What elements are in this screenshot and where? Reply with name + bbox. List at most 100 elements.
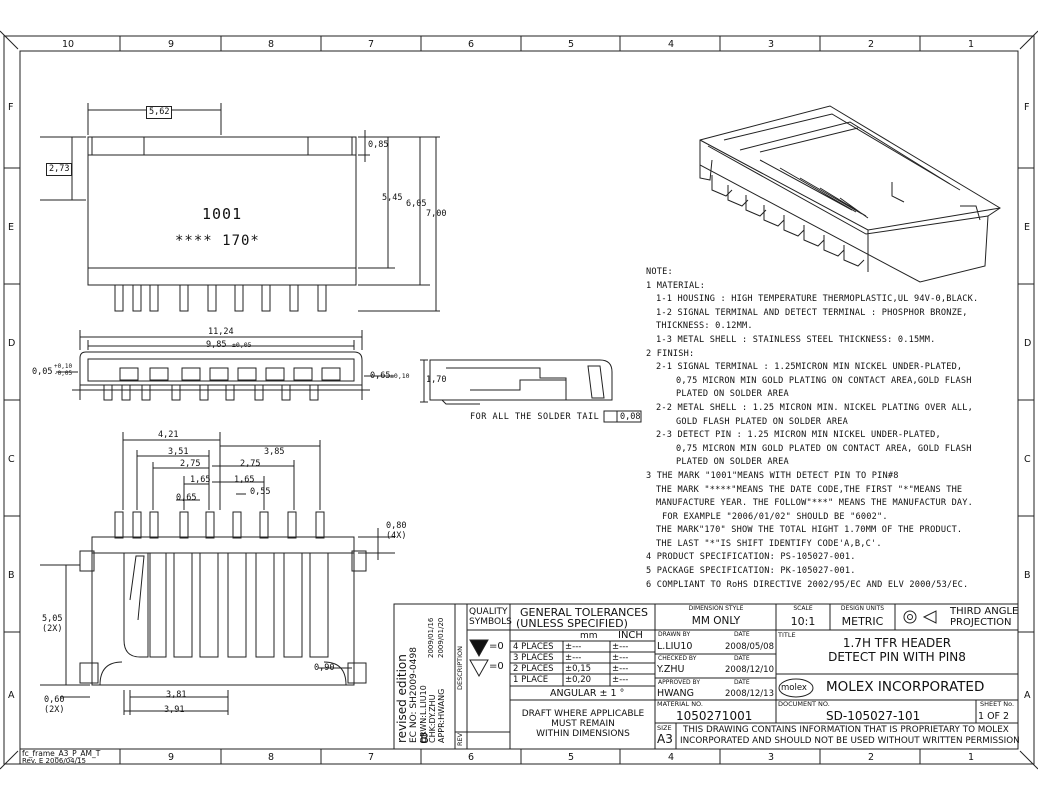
dim-3-51: 3,51 <box>168 447 189 457</box>
dim-7-00: 7,00 <box>426 209 447 219</box>
drawn-date-value: 2008/05/08 <box>725 642 774 652</box>
company-name: MOLEX INCORPORATED <box>826 679 985 695</box>
dim-0-65-tol: ±0,10 <box>390 372 410 380</box>
drawn-by-label: DRAWN BY <box>658 631 691 638</box>
description-label: DESCRIPTION <box>456 646 464 690</box>
coplanarity-value: 0,08 <box>620 412 641 422</box>
zone-bottom-8: 8 <box>268 752 275 763</box>
zone-bottom-7: 7 <box>368 752 375 763</box>
checked-date-value: 2008/12/10 <box>725 665 774 675</box>
dim-0-55: 0,55 <box>250 487 271 497</box>
note-3-a: THE MARK "****"MEANS THE DATE CODE,THE F… <box>656 484 963 495</box>
tol-1-place-inch: ±--- <box>612 675 629 685</box>
zone-top-5: 5 <box>568 39 575 50</box>
tol-4-places-inch: ±--- <box>612 642 629 652</box>
zone-top-7: 7 <box>368 39 375 50</box>
dim-0-80-qty: (4X) <box>386 531 407 541</box>
revision-label: revised edition <box>395 654 409 743</box>
dim-3-91: 3,91 <box>164 705 185 715</box>
dim-0-65-bottom: 0,65 <box>176 493 197 503</box>
dim-0-05-plus: +0,10 <box>54 363 73 370</box>
revision-letter: B <box>420 732 429 747</box>
zone-row-a-right: A <box>1024 690 1031 701</box>
dim-5-45: 5,45 <box>382 193 403 203</box>
isometric-view <box>699 105 1001 283</box>
tol-2-places-inch: ±--- <box>612 664 629 674</box>
note-1-3: 1-3 METAL SHELL : STAINLESS STEEL THICKN… <box>656 334 936 345</box>
dim-3-85: 3,85 <box>264 447 285 457</box>
dim-5-05: 5,05 <box>42 614 63 624</box>
approved-date-label: DATE <box>734 679 750 686</box>
dim-9-85: 9,85 <box>206 340 227 350</box>
tol-1-place-mm: ±0,20 <box>565 675 592 685</box>
note-5: 5 PACKAGE SPECIFICATION: PK-105027-001. <box>646 566 856 577</box>
dim-3-81: 3,81 <box>166 690 187 700</box>
dimension-style-value: MM ONLY <box>691 615 741 627</box>
note-1-2-cont: THICKNESS: 0.12MM. <box>656 321 753 332</box>
molex-logo: molex <box>781 683 807 693</box>
zone-top-1: 1 <box>968 39 975 50</box>
sheet-no-label: SHEET No. <box>980 700 1015 708</box>
zone-row-b-right: B <box>1024 570 1031 581</box>
note-2-3-cont-b: PLATED ON SOLDER AREA <box>676 457 789 468</box>
quality-symbols-label: QUALITY SYMBOLS <box>469 607 512 627</box>
tol-4-places-mm: ±--- <box>565 642 582 652</box>
projection-label: PROJECTION <box>950 617 1012 628</box>
revision-date-1: 2009/01/16 <box>427 617 435 658</box>
approved-by-label: APPROVED BY <box>658 679 701 686</box>
checked-by-label: CHECKED BY <box>658 655 697 662</box>
dim-0-60: 0,60 <box>44 695 65 705</box>
tol-3-places-mm: ±--- <box>565 653 582 663</box>
dim-2-73: 2,73 <box>46 163 73 176</box>
zone-bottom-5: 5 <box>568 752 575 763</box>
marking-date-code: **** 170* <box>175 233 260 249</box>
revision-date-2: 2009/01/20 <box>437 617 445 658</box>
zone-bottom-1: 1 <box>968 752 975 763</box>
note-header: NOTE: <box>646 267 673 277</box>
note-3-d: THE MARK"170" SHOW THE TOTAL HIGHT 1.70M… <box>656 525 963 536</box>
notes-block: NOTE: 1 MATERIAL: 1-1 HOUSING : HIGH TEM… <box>646 266 978 592</box>
note-1-1: 1-1 HOUSING : HIGH TEMPERATURE THERMOPLA… <box>656 294 979 305</box>
zone-row-f-left: F <box>8 102 14 113</box>
tol-2-places-mm: ±0,15 <box>565 664 592 674</box>
approved-date-value: 2008/12/13 <box>725 689 774 699</box>
zone-bottom-2: 2 <box>868 752 875 763</box>
dim-2-75-right: 2,75 <box>240 459 261 469</box>
dim-4-21: 4,21 <box>158 430 179 440</box>
revision-ec-no: EC NO: SH2009-0498 <box>409 647 419 743</box>
zone-bottom-9: 9 <box>168 752 175 763</box>
tol-inch-header: INCH <box>618 630 643 641</box>
note-2-2: 2-2 METAL SHELL : 1.25 MICRON MIN. NICKE… <box>656 402 974 413</box>
title-line-2: DETECT PIN WITH PIN8 <box>828 650 966 664</box>
zone-row-f-right: F <box>1024 102 1030 113</box>
title-line-1: 1.7H TFR HEADER <box>842 636 952 650</box>
dim-0-90: 0,90 <box>314 663 335 673</box>
dim-0-80: 0,80 <box>386 521 407 531</box>
zone-top-10: 10 <box>62 39 75 50</box>
design-units-value: METRIC <box>841 615 884 628</box>
zone-top-8: 8 <box>268 39 275 50</box>
dim-0-05-minus: -0,05 <box>54 370 73 377</box>
dim-0-60-qty: (2X) <box>44 705 65 715</box>
zone-top-9: 9 <box>168 39 175 50</box>
sheet-no-value: 1 OF 2 <box>978 711 1010 722</box>
note-2-2-cont: GOLD FLASH PLATED ON SOLDER AREA <box>676 416 848 427</box>
zone-row-d-left: D <box>8 338 16 349</box>
drawn-by-value: L.LIU10 <box>657 641 693 652</box>
drawn-date-label: DATE <box>734 631 750 638</box>
zone-bottom-3: 3 <box>768 752 775 763</box>
dimension-style-label: DIMENSION STYLE <box>688 605 744 612</box>
title-label: TITLE <box>778 631 796 639</box>
bottom-view <box>40 432 395 715</box>
note-2: 2 FINISH: <box>646 348 695 359</box>
zone-bottom-6: 6 <box>468 752 475 763</box>
zone-top-6: 6 <box>468 39 475 50</box>
tol-3-places-label: 3 PLACES <box>513 653 554 663</box>
note-3: 3 THE MARK "1001"MEANS WITH DETECT PIN T… <box>646 470 899 481</box>
zone-row-d-right: D <box>1024 338 1032 349</box>
tol-mm-header: mm <box>580 631 598 641</box>
material-no-value: 1050271001 <box>676 709 753 723</box>
zone-row-b-left: B <box>8 570 15 581</box>
dim-1-70: 1,70 <box>426 375 447 385</box>
